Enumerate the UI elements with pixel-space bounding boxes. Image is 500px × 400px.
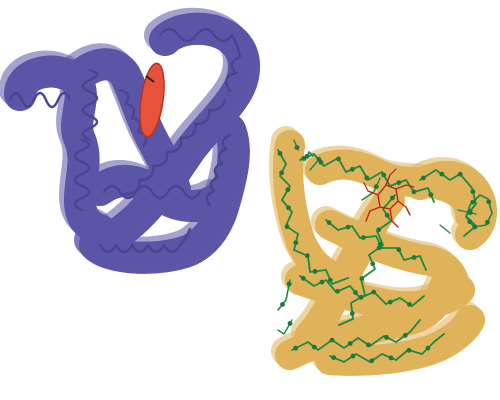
atom-marker: [316, 156, 322, 162]
atom-marker: [361, 235, 366, 241]
atom-marker: [300, 275, 306, 281]
atom-marker: [353, 290, 358, 295]
atom-marker: [331, 355, 337, 360]
atom-marker: [284, 224, 290, 230]
atom-marker: [467, 219, 473, 225]
atom-marker: [293, 240, 299, 246]
atom-marker: [311, 344, 317, 350]
atom-marker: [411, 255, 417, 260]
atom-marker: [358, 294, 364, 300]
atom-marker: [304, 253, 310, 259]
atom-marker: [371, 289, 377, 295]
right-protein-model: [278, 140, 492, 363]
atom-marker: [384, 212, 390, 218]
atom-marker: [470, 199, 476, 205]
atom-marker: [359, 276, 365, 281]
atom-marker: [439, 171, 445, 177]
atom-marker: [286, 281, 292, 287]
atom-marker: [406, 347, 412, 353]
atom-marker: [381, 172, 387, 178]
atom-marker: [285, 187, 291, 193]
atom-marker: [407, 302, 412, 307]
right-heme-wireframe: [363, 168, 415, 228]
atom-marker: [335, 288, 340, 294]
atom-marker: [421, 175, 426, 181]
atom-marker: [280, 302, 285, 307]
left-heme-disk: [139, 62, 165, 138]
atom-marker: [349, 166, 355, 172]
atom-marker: [425, 345, 431, 351]
atom-marker: [286, 205, 291, 211]
atom-marker: [304, 154, 310, 159]
atom-marker: [457, 171, 463, 177]
atom-marker: [293, 345, 298, 351]
atom-marker: [336, 156, 341, 162]
atom-marker: [349, 311, 355, 316]
atom-marker: [396, 247, 402, 253]
atom-marker: [376, 227, 382, 233]
atom-marker: [411, 189, 417, 195]
left-tube-highlight: [15, 24, 239, 253]
atom-marker: [319, 279, 325, 285]
atom-marker: [387, 299, 393, 305]
atom-marker: [373, 184, 379, 190]
atom-marker: [384, 334, 389, 340]
atom-marker: [402, 333, 408, 338]
atom-marker: [347, 341, 353, 346]
atom-marker: [377, 241, 383, 247]
atom-marker: [327, 277, 333, 283]
atom-marker: [364, 175, 370, 181]
atom-marker: [396, 180, 402, 186]
atom-marker: [350, 353, 356, 359]
atom-marker: [312, 269, 318, 274]
atom-marker: [486, 199, 492, 205]
atom-marker: [485, 219, 490, 225]
atom-marker: [329, 337, 335, 343]
atom-marker: [369, 358, 375, 364]
atom-marker: [345, 224, 351, 230]
atom-marker: [428, 192, 434, 198]
atom-marker: [279, 170, 284, 176]
atom-marker: [277, 151, 283, 156]
atom-marker: [326, 220, 332, 226]
atom-marker: [470, 189, 476, 195]
right-atom-markers: [277, 145, 492, 364]
atom-marker: [388, 355, 394, 361]
atom-marker: [472, 224, 478, 230]
atom-marker: [366, 342, 371, 348]
atom-marker: [287, 321, 293, 326]
atom-marker: [370, 261, 376, 267]
atom-marker: [467, 210, 473, 216]
atom-marker: [294, 145, 300, 150]
left-protein-model: [10, 24, 244, 258]
atom-marker: [390, 195, 395, 201]
